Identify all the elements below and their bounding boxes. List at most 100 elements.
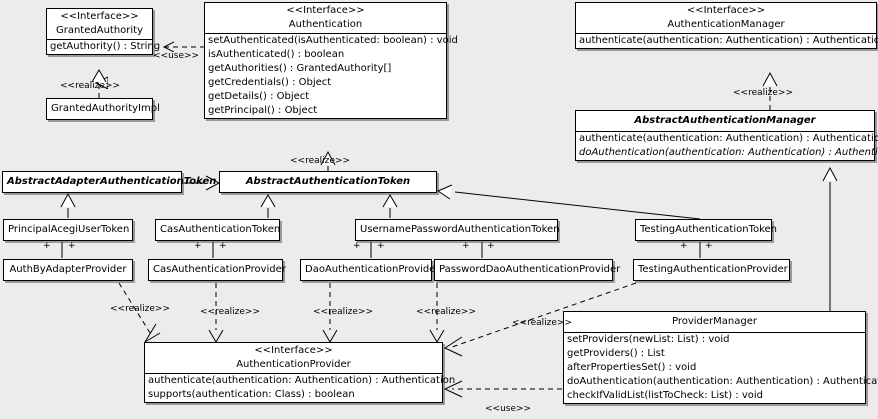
method-getProviders: getProviders() : List [567, 348, 665, 359]
multiplicity-username-password-left2: + [462, 241, 470, 251]
class-testing-authentication-token[interactable]: TestingAuthenticationToken [635, 219, 778, 241]
class-header: AbstractAdapterAuthenticationToken [3, 172, 217, 192]
class-username-password-authentication-token[interactable]: UsernamePasswordAuthenticationToken [355, 219, 560, 241]
stereotype-label: <<Interface>> [686, 5, 766, 16]
link-usernamepasswordtoken-extends-abstractauthenticationtoken [382, 194, 398, 218]
method-compartment: setProviders(newList: List) : void getPr… [564, 332, 878, 403]
class-name: PrincipalAcegiUserToken [8, 224, 130, 235]
class-header: TestingAuthenticationProvider [634, 260, 789, 280]
multiplicity-testing-left: + [680, 241, 688, 251]
class-header: PrincipalAcegiUserToken [4, 220, 132, 240]
class-header: <<Interface>> GrantedAuthority [47, 9, 152, 39]
method-doAuthentication: doAuthentication(authentication: Authent… [579, 147, 878, 158]
multiplicity-principal-acegi-left: + [43, 241, 51, 251]
method-getCredentials: getCredentials() : Object [208, 77, 332, 88]
edge-label-use-authentication-grantedauthority: <<use>> [153, 51, 200, 61]
method-authenticate: authenticate(authentication: Authenticat… [579, 35, 878, 46]
class-header: AbstractAuthenticationManager [576, 111, 874, 131]
method-getPrincipal: getPrincipal() : Object [208, 105, 318, 116]
multiplicity-username-password-right2: + [487, 241, 495, 251]
class-name: CasAuthenticationProvider [153, 264, 286, 275]
class-authentication-provider[interactable]: <<Interface>> AuthenticationProvider aut… [144, 342, 456, 403]
edge-label-realize-casauthenticationprovider: <<realize>> [200, 307, 260, 317]
method-getAuthorities: getAuthorities() : GrantedAuthority[] [208, 63, 392, 74]
class-name: TestingAuthenticationProvider [638, 264, 788, 275]
class-granted-authority[interactable]: <<Interface>> GrantedAuthority getAuthor… [46, 8, 160, 55]
class-header: AuthByAdapterProvider [4, 260, 132, 280]
method-authenticate: authenticate(authentication: Authenticat… [579, 133, 878, 144]
class-abstract-authentication-token[interactable]: AbstractAuthenticationToken [219, 171, 437, 193]
class-header: UsernamePasswordAuthenticationToken [356, 220, 560, 240]
class-header: GrantedAuthorityImpl [47, 99, 160, 119]
class-name: AuthByAdapterProvider [9, 264, 127, 275]
method-compartment: authenticate(authentication: Authenticat… [145, 373, 456, 402]
class-name: ProviderManager [671, 316, 757, 327]
edge-label-realize-passworddaoauthenticationprovider: <<realize>> [416, 307, 476, 317]
class-authentication[interactable]: <<Interface>> Authentication setAuthenti… [204, 2, 458, 119]
class-header: ProviderManager [564, 312, 865, 332]
class-authentication-manager[interactable]: <<Interface>> AuthenticationManager auth… [575, 2, 878, 49]
edge-label-realize-testingauthenticationprovider: <<realize>> [512, 318, 572, 328]
class-header: DaoAuthenticationProvider [301, 260, 440, 280]
class-name: TestingAuthenticationToken [640, 224, 778, 235]
method-authenticate: authenticate(authentication: Authenticat… [148, 375, 456, 386]
class-cas-authentication-token[interactable]: CasAuthenticationToken [155, 219, 280, 241]
class-name: PasswordDaoAuthenticationProvider [439, 264, 621, 275]
class-cas-authentication-provider[interactable]: CasAuthenticationProvider [148, 259, 286, 281]
method-setAuthenticated: setAuthenticated(isAuthenticated: boolea… [208, 35, 458, 46]
class-header: <<Interface>> Authentication [205, 3, 446, 33]
method-getDetails: getDetails() : Object [208, 91, 310, 102]
method-setProviders: setProviders(newList: List) : void [567, 334, 730, 345]
edge-label-realize-abstractauthenticationtoken: <<realize>> [290, 156, 350, 166]
edge-label-realize-daoauthenticationprovider: <<realize>> [313, 307, 373, 317]
stereotype-label: <<Interface>> [60, 11, 139, 22]
link-casauthenticationtoken-extends-abstractauthenticationtoken [260, 194, 276, 218]
class-testing-authentication-provider[interactable]: TestingAuthenticationProvider [633, 259, 790, 281]
class-header: CasAuthenticationProvider [149, 260, 286, 280]
class-name: AbstractAdapterAuthenticationToken [7, 176, 217, 187]
class-name: Authentication [288, 19, 363, 30]
method-compartment: setAuthenticated(isAuthenticated: boolea… [205, 33, 458, 118]
multiplicity-principal-acegi-right: + [68, 241, 76, 251]
link-providermanager-extends-abstractauthenticationmanager [822, 166, 838, 311]
class-header: TestingAuthenticationToken [636, 220, 778, 240]
link-providermanager-uses-authenticationprovider [443, 380, 562, 398]
method-compartment: authenticate(authentication: Authenticat… [576, 33, 878, 48]
multiplicity-username-password-right: + [377, 241, 385, 251]
link-testingauthenticationtoken-extends-abstractauthenticationtoken [436, 184, 701, 220]
method-isAuthenticated: isAuthenticated() : boolean [208, 49, 345, 60]
class-header: <<Interface>> AuthenticationProvider [145, 343, 442, 373]
class-header: CasAuthenticationToken [156, 220, 281, 240]
class-name: UsernamePasswordAuthenticationToken [360, 224, 560, 235]
multiplicity-cas-right: + [219, 241, 227, 251]
class-header: AbstractAuthenticationToken [220, 172, 436, 192]
class-abstract-authentication-manager[interactable]: AbstractAuthenticationManager authentica… [575, 110, 878, 161]
multiplicity-cas-left: + [194, 241, 202, 251]
class-granted-authority-impl[interactable]: GrantedAuthorityImpl [46, 98, 160, 120]
class-abstract-adapter-authentication-token[interactable]: AbstractAdapterAuthenticationToken [2, 171, 217, 193]
edge-label-use-providermanager-authenticationprovider: <<use>> [485, 404, 532, 414]
class-name: AuthenticationManager [667, 19, 785, 30]
edge-label-realize-grantedauthorityimpl: <<realize>> [60, 81, 120, 91]
edge-label-realize-abstractauthenticationmanager: <<realize>> [733, 88, 793, 98]
class-password-dao-authentication-provider[interactable]: PasswordDaoAuthenticationProvider [434, 259, 621, 281]
stereotype-label: <<Interface>> [254, 345, 333, 356]
class-name: DaoAuthenticationProvider [305, 264, 440, 275]
class-name: CasAuthenticationToken [160, 224, 281, 235]
class-name: AuthenticationProvider [236, 359, 351, 370]
method-compartment: getAuthority() : String [47, 39, 160, 54]
method-compartment: authenticate(authentication: Authenticat… [576, 131, 878, 160]
class-name: GrantedAuthorityImpl [51, 103, 160, 114]
multiplicity-username-password-left: + [353, 241, 361, 251]
class-principal-acegi-user-token[interactable]: PrincipalAcegiUserToken [3, 219, 133, 241]
multiplicity-testing-right: + [705, 241, 713, 251]
stereotype-label: <<Interface>> [286, 5, 365, 16]
link-principalacegiusertoken-extends-abstractadapter [60, 192, 76, 218]
class-name: AbstractAuthenticationManager [634, 115, 816, 126]
class-dao-authentication-provider[interactable]: DaoAuthenticationProvider [300, 259, 440, 281]
class-provider-manager[interactable]: ProviderManager setProviders(newList: Li… [563, 311, 878, 404]
class-name: AbstractAuthenticationToken [245, 176, 411, 187]
class-auth-by-adapter-provider[interactable]: AuthByAdapterProvider [3, 259, 133, 281]
method-afterPropertiesSet: afterPropertiesSet() : void [567, 362, 697, 373]
